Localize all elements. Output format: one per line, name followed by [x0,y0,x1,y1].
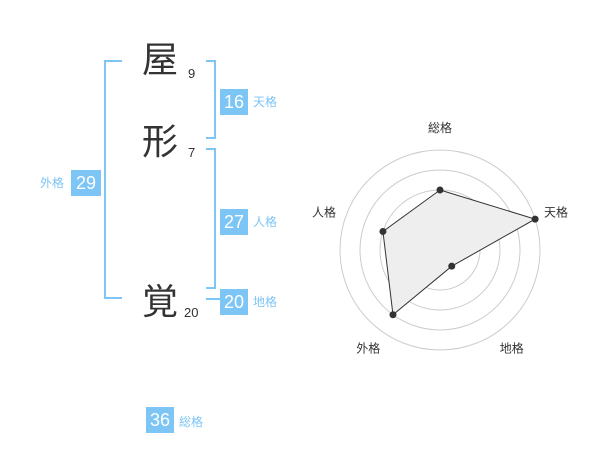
jinkaku-bracket-top [206,148,216,150]
radar-grid-ring [339,149,541,351]
radar-series-area [382,189,537,316]
jinkaku-label: 人格 [253,215,278,229]
soukaku-badge: 36 [146,407,174,433]
gaikaku-label: 外格 [40,176,65,190]
soukaku-label: 総格 [179,415,204,429]
radar-point-1 [436,186,444,194]
radar-point-4 [389,311,397,319]
radar-axis-label-4: 外格 [356,341,380,356]
name-char-1: 屋 [142,40,179,81]
radar-point-2 [531,215,539,223]
tenkaku-bracket-bottom [206,137,216,139]
radar-grid-ring [359,169,521,331]
tenkaku-bracket-vertical [214,60,216,139]
name-char-3-strokes: 20 [184,305,199,320]
radar-point-3 [448,262,456,270]
radar-axis-label-5: 人格 [312,204,336,219]
radar-axis-label-1: 総格 [428,120,452,135]
gaikaku-badge: 29 [71,170,101,196]
name-char-2: 形 [142,122,179,163]
jinkaku-bracket-bottom [206,287,216,289]
radar-point-5 [379,227,387,235]
gaikaku-bracket-vertical [104,60,106,299]
jinkaku-bracket-vertical [214,148,216,289]
gaikaku-bracket-top [104,60,122,62]
name-char-2-strokes: 7 [188,145,196,160]
chikaku-badge: 20 [220,289,248,315]
chikaku-label: 地格 [253,295,278,309]
gaikaku-bracket-bottom [104,297,122,299]
radar-axis-label-3: 地格 [500,341,524,356]
tenkaku-bracket-top [206,60,216,62]
tenkaku-badge: 16 [220,89,248,115]
name-char-3: 覚 [142,282,179,323]
tenkaku-label: 天格 [253,95,278,109]
radar-axis-label-2: 天格 [544,204,568,219]
name-char-1-strokes: 9 [188,66,196,81]
jinkaku-badge: 27 [220,209,248,235]
chikaku-connector [206,298,220,300]
